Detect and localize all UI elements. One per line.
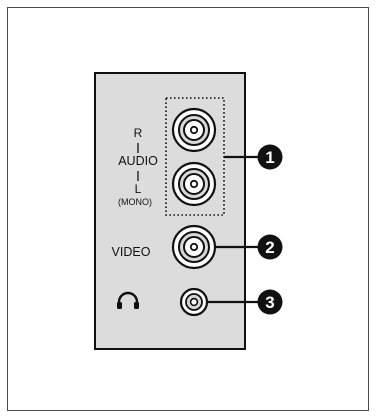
- video-jack: [171, 224, 217, 270]
- audio-r-jack: [171, 107, 217, 153]
- callout-2: 2: [257, 234, 283, 260]
- audio-r-label: R: [134, 126, 143, 140]
- svg-text:1: 1: [265, 148, 274, 167]
- audio-label: AUDIO: [118, 154, 158, 168]
- callout-1: 1: [257, 144, 283, 170]
- headphone-icon: [117, 291, 139, 309]
- audio-mono-label: (MONO): [118, 197, 152, 207]
- audio-l-jack: [171, 161, 217, 207]
- callout-3: 3: [257, 289, 283, 315]
- audio-l-label: L: [135, 182, 142, 196]
- svg-text:2: 2: [265, 238, 274, 257]
- svg-text:3: 3: [265, 293, 274, 312]
- video-label: VIDEO: [112, 245, 151, 259]
- headphone-jack: [179, 287, 209, 317]
